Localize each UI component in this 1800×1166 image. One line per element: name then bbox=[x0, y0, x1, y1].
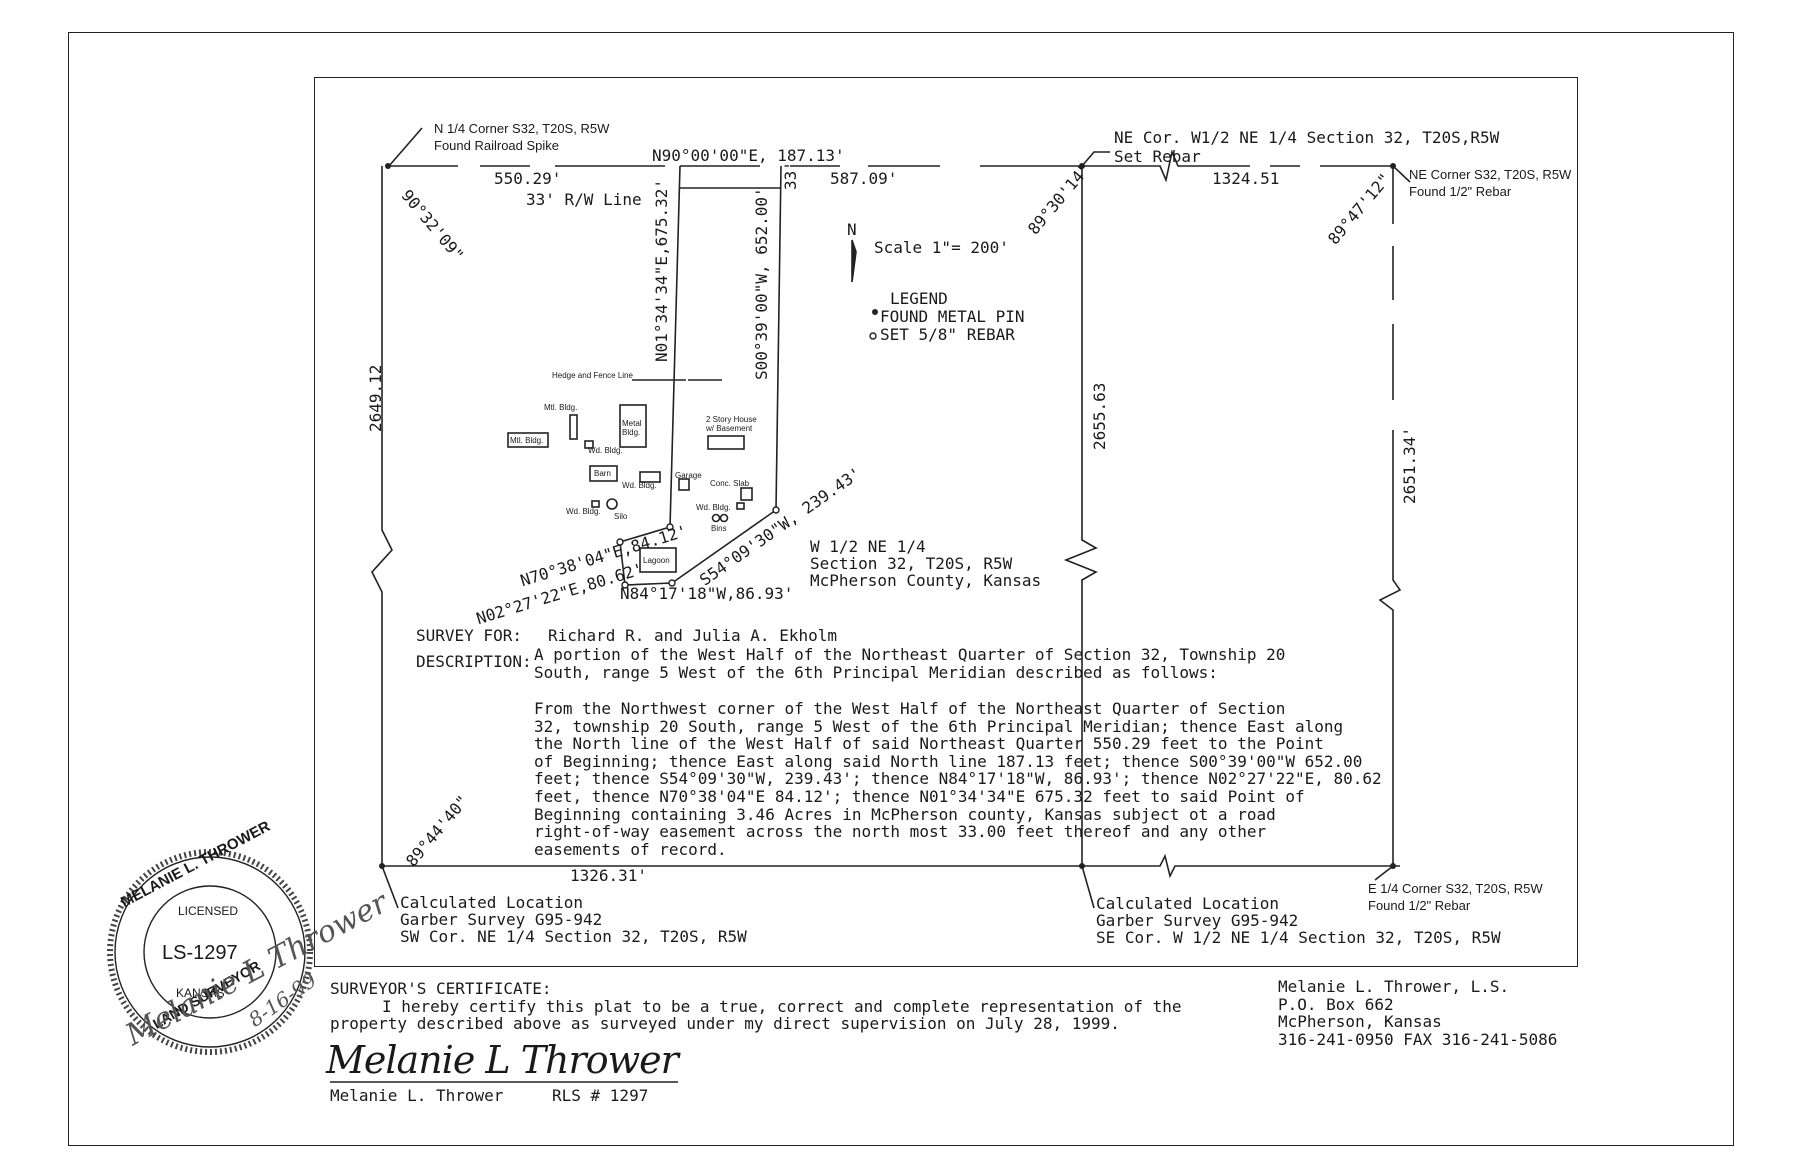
bins-label: Bins bbox=[711, 524, 727, 533]
plat-frame bbox=[314, 77, 1578, 967]
east-section-line bbox=[1378, 166, 1402, 866]
dim-top-far: 1324.51 bbox=[1212, 169, 1280, 188]
wd-bldg-3-label: Wd. Bldg. bbox=[696, 503, 731, 512]
dim-top-bearing: N90°00'00"E, 187.13' bbox=[652, 146, 845, 165]
surveyor-name: Melanie L. Thrower bbox=[330, 1086, 504, 1105]
surveyor-seal: MELANIE L. THROWER LICENSED LS-1297 KANS… bbox=[114, 818, 306, 1048]
legend: LEGEND FOUND METAL PIN SET 5/8" REBAR bbox=[868, 290, 1025, 344]
barn-label: Barn bbox=[594, 469, 611, 478]
bottom-length: 1326.31' bbox=[570, 866, 648, 885]
dim-top-left: 550.29' bbox=[494, 169, 562, 188]
mtl-bldg-1-label: Mtl. Bldg. bbox=[544, 403, 578, 412]
legend-set: SET 5/8" REBAR bbox=[880, 325, 1015, 344]
hedge-label: Hedge and Fence Line bbox=[552, 371, 633, 380]
ne-w-half-corner-label: NE Cor. W1/2 NE 1/4 Section 32, T20S,R5W… bbox=[1114, 128, 1500, 166]
tract-s-bearing: N84°17'18"W,86.93' bbox=[620, 584, 794, 603]
wd-bldg-2-label: Wd. Bldg. bbox=[622, 481, 657, 490]
sheet-border bbox=[68, 32, 1734, 1146]
certificate-text: I hereby certify this plat to be a true,… bbox=[330, 997, 1182, 1033]
conc-slab-label: Conc. Slab bbox=[710, 479, 750, 488]
description-body: From the Northwest corner of the West Ha… bbox=[534, 699, 1382, 859]
wd-bldg-4-label: Wd. Bldg. bbox=[566, 507, 601, 516]
lagoon-label: Lagoon bbox=[643, 556, 670, 565]
garage-label: Garage bbox=[675, 471, 702, 480]
dim-top-right: 587.09' bbox=[830, 169, 898, 188]
wd-bldg-1-label: Wd. Bldg. bbox=[588, 446, 623, 455]
seal-licensed: LICENSED bbox=[178, 904, 239, 918]
seal-state: KANSAS bbox=[176, 986, 225, 1000]
survey-for-value: Richard R. and Julia A. Ekholm bbox=[548, 626, 837, 645]
seal-number: LS-1297 bbox=[162, 942, 238, 964]
east-line-length: 2651.34' bbox=[1400, 426, 1419, 504]
legend-found: FOUND METAL PIN bbox=[880, 307, 1025, 326]
description-label: DESCRIPTION: bbox=[416, 652, 532, 671]
west-section-line bbox=[371, 166, 393, 866]
dim-top-33: 33' bbox=[781, 161, 800, 190]
rls-number: RLS # 1297 bbox=[552, 1086, 649, 1105]
mid-line-length: 2655.63 bbox=[1090, 382, 1109, 450]
mtl-bldg-2-label: Mtl. Bldg. bbox=[510, 436, 544, 445]
tract-west-bearing: N01°34'34"E,675.32' bbox=[652, 178, 671, 362]
certificate-signature: Melanie L Thrower bbox=[326, 1038, 679, 1082]
scale-label: Scale 1"= 200' bbox=[874, 238, 1009, 257]
certificate-title: SURVEYOR'S CERTIFICATE: bbox=[330, 979, 552, 998]
description-intro: A portion of the West Half of the Northe… bbox=[534, 645, 1286, 682]
legend-title: LEGEND bbox=[890, 289, 948, 308]
south-line bbox=[382, 853, 1400, 879]
survey-for-label: SURVEY FOR: bbox=[416, 626, 522, 645]
north-section-line bbox=[388, 149, 1392, 183]
west-line-length: 2649.12 bbox=[366, 364, 385, 432]
tract-east-bearing: S00°39'00"W, 652.00' bbox=[752, 187, 771, 380]
north-arrow-label: N bbox=[847, 220, 857, 239]
row-line-label: 33' R/W Line bbox=[526, 190, 642, 209]
mid-section-line bbox=[1063, 166, 1098, 866]
silo-label: Silo bbox=[614, 512, 628, 521]
